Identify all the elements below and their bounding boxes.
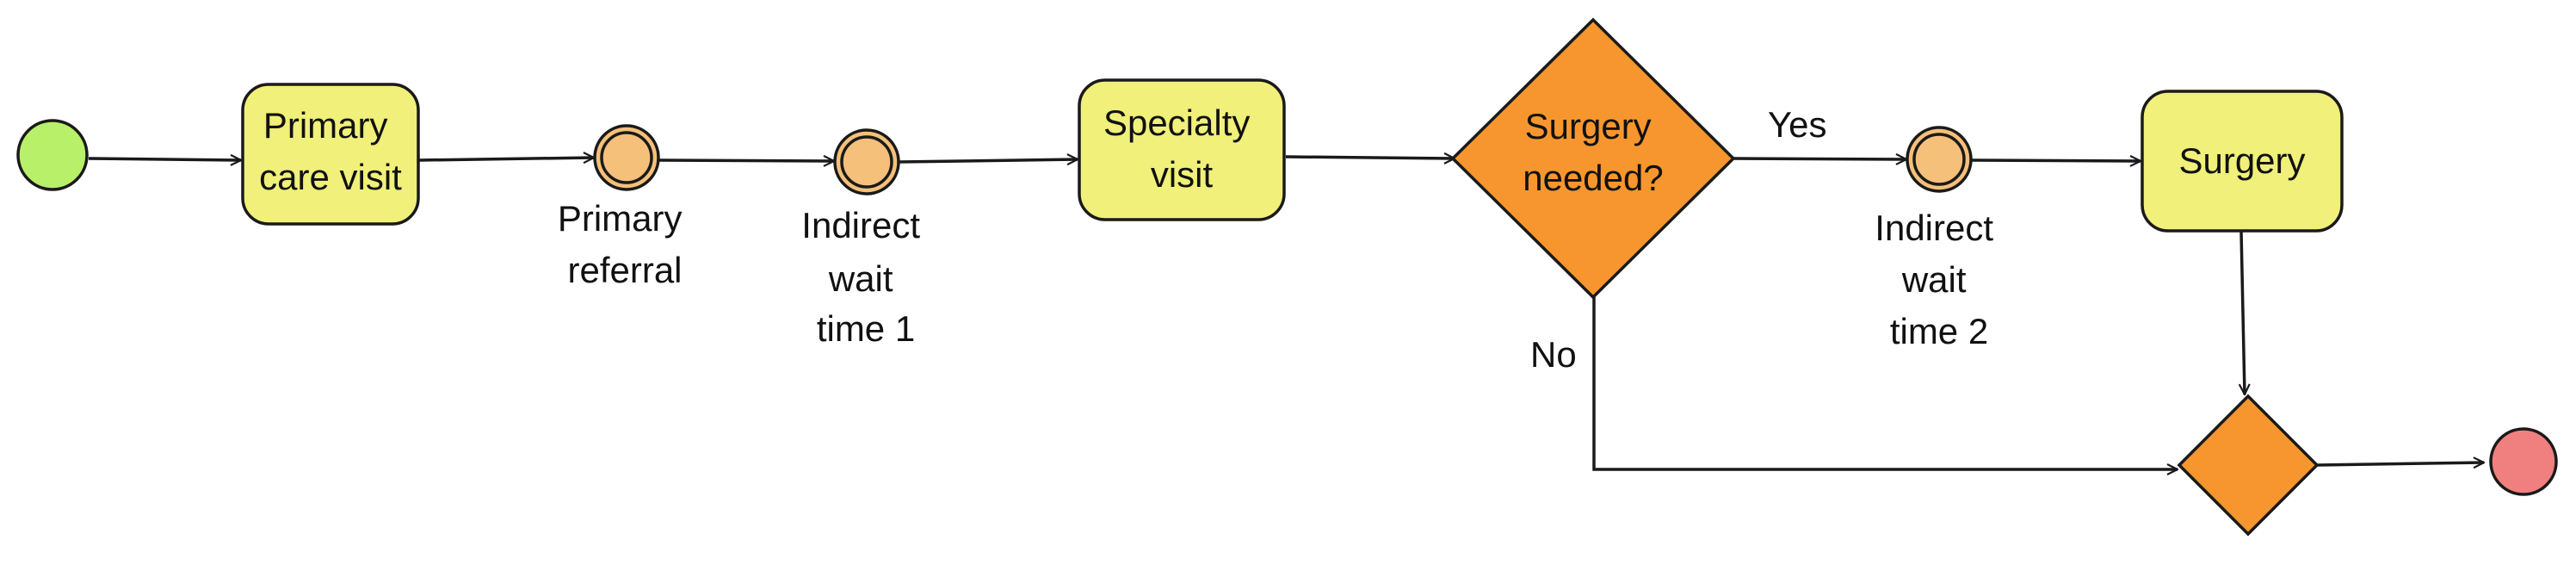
sequence-flows <box>88 157 2484 469</box>
flow-primary-care-to-referral <box>418 158 594 160</box>
label-line: time 1 <box>817 308 915 349</box>
flow-start-to-primary-care <box>88 158 241 160</box>
flow-decision-no-to-merge <box>1592 297 2178 469</box>
task-surgery-label: Surgery <box>2178 140 2305 181</box>
task-specialty-visit-label: Specialty visit <box>1103 102 1260 195</box>
flow-no-label: No <box>1530 334 1577 375</box>
task-specialty-visit-shape <box>1078 78 1286 221</box>
label-line: Primary <box>263 105 388 146</box>
flow-surgery-to-merge <box>2241 230 2245 394</box>
flow-wait-2-to-surgery <box>1971 160 2140 161</box>
flow-merge-to-end <box>2316 463 2484 465</box>
event-wait-2-inner-ring <box>1912 133 1966 186</box>
label-line: visit <box>1151 154 1214 195</box>
label-line: Indirect <box>1875 208 1993 248</box>
label-line: Specialty <box>1103 102 1250 143</box>
label-line: time 2 <box>1890 311 1988 351</box>
event-indirect-wait-time-1: Indirect wait time 1 <box>801 128 930 349</box>
event-wait-1-label: Indirect wait time 1 <box>801 205 930 349</box>
label-line: Surgery <box>1525 106 1652 146</box>
flow-decision-yes-to-wait-2 <box>1733 158 1906 159</box>
task-surgery: Surgery <box>2140 90 2344 233</box>
flow-wait-1-to-specialty <box>899 159 1078 162</box>
label-line: Indirect <box>801 205 920 245</box>
label-line: Surgery <box>2178 140 2305 181</box>
label-line: referral <box>567 250 682 290</box>
event-primary-referral-inner-ring <box>600 131 653 184</box>
flow-specialty-to-decision <box>1285 157 1455 158</box>
event-indirect-wait-time-2: Indirect wait time 2 <box>1875 126 2003 351</box>
task-specialty-visit: Specialty visit <box>1078 78 1286 221</box>
event-primary-referral: Primary referral <box>558 124 692 290</box>
label-line: wait <box>828 258 893 299</box>
event-wait-1-inner-ring <box>840 135 893 189</box>
task-primary-care-visit-shape <box>241 83 420 226</box>
event-wait-2-label: Indirect wait time 2 <box>1875 208 2003 351</box>
label-line: care visit <box>259 157 402 197</box>
event-primary-referral-label: Primary referral <box>558 198 692 290</box>
gateway-surgery-needed: Surgery needed? <box>1450 17 1736 300</box>
flow-yes-label: Yes <box>1768 104 1827 145</box>
task-primary-care-visit-label: Primary care visit <box>259 105 402 197</box>
gateway-surgery-needed-label: Surgery needed? <box>1523 106 1664 198</box>
end-event-circle <box>2489 427 2558 496</box>
gateway-surgery-needed-shape <box>1450 17 1736 300</box>
flow-referral-to-wait-1 <box>658 160 834 161</box>
label-line: needed? <box>1523 158 1664 198</box>
task-surgery-shape <box>2140 90 2344 233</box>
start-event-circle <box>16 119 89 191</box>
task-primary-care-visit: Primary care visit <box>241 83 420 226</box>
label-line: wait <box>1901 259 1967 300</box>
merge-gateway-shape <box>2177 394 2320 537</box>
label-line: Primary <box>558 198 683 239</box>
